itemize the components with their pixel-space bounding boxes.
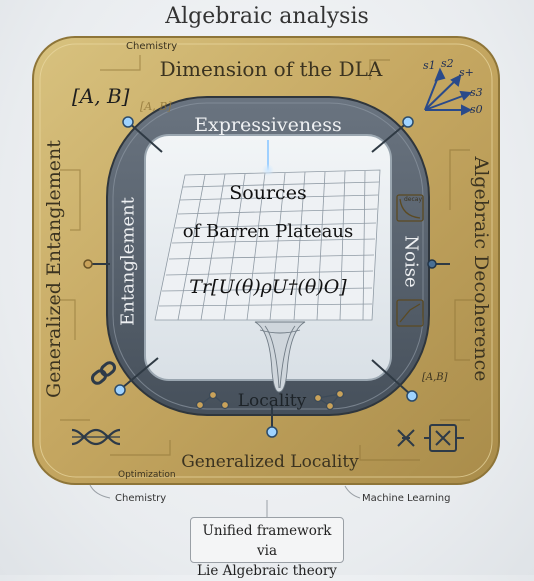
center-formula: Tr[U(θ)ρU†(θ)O] bbox=[189, 276, 347, 298]
label-optimization: Optimization bbox=[118, 470, 176, 480]
label-entanglement: Entanglement bbox=[117, 197, 139, 326]
label-commutator: [A, B] bbox=[72, 84, 130, 108]
vector-s1: s1 bbox=[423, 59, 436, 72]
label-machine-learning: Machine Learning bbox=[362, 493, 451, 504]
vector-s3: s3 bbox=[470, 86, 483, 99]
label-expressiveness: Expressiveness bbox=[194, 114, 342, 136]
vector-s0: s0 bbox=[470, 103, 483, 116]
diagram-title: Algebraic analysis bbox=[165, 4, 369, 29]
caption-line-2: Lie Algebraic theory bbox=[197, 563, 337, 579]
label-chemistry-bottom: Chemistry bbox=[115, 493, 167, 504]
vector-s2: s2 bbox=[441, 57, 454, 70]
label-locality: Locality bbox=[237, 391, 307, 411]
vector-splus: s+ bbox=[459, 66, 474, 79]
center-barren-plateaus: of Barren Plateaus bbox=[182, 221, 354, 242]
label-decay: decay bbox=[404, 196, 423, 203]
circuit-traces bbox=[52, 55, 480, 461]
label-noise: Noise bbox=[400, 235, 422, 288]
label-commutator-right: [A,B] bbox=[422, 372, 448, 383]
label-chemistry-top: Chemistry bbox=[126, 41, 178, 52]
plateau-funnel bbox=[254, 321, 306, 393]
caption-box: Unified framework via Lie Algebraic theo… bbox=[190, 517, 344, 579]
decay-icon bbox=[396, 194, 424, 327]
label-commutator-faint: [A, B] bbox=[140, 100, 172, 113]
label-dimension-of-dla: Dimension of the DLA bbox=[159, 57, 383, 81]
label-algebraic-decoherence: Algebraic Decoherence bbox=[470, 156, 492, 382]
braid-icon bbox=[71, 428, 121, 446]
gate-icons bbox=[397, 424, 464, 452]
vector-arrows-icon bbox=[424, 67, 473, 116]
label-generalized-entanglement: Generalized Entanglement bbox=[43, 140, 65, 398]
center-sources: Sources bbox=[229, 182, 307, 204]
molecule-icon bbox=[195, 389, 345, 411]
barren-plateau-grid bbox=[154, 169, 381, 321]
caption-line-1: Unified framework via bbox=[202, 523, 332, 559]
connector-nodes bbox=[83, 116, 437, 438]
label-generalized-locality: Generalized Locality bbox=[181, 452, 359, 472]
chain-link-icon bbox=[90, 361, 117, 385]
